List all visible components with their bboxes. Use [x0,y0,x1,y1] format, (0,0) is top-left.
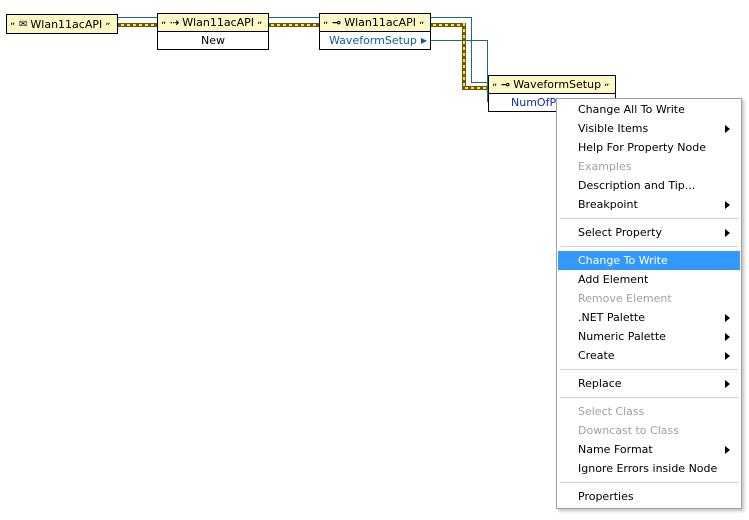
menu-item-replace[interactable]: Replace [558,374,740,393]
invoke-node-new[interactable]: ⇢ Wlan11acAPI New [157,13,269,50]
terminal-icon [419,15,425,28]
property-node-icon: ⊸ [332,16,342,29]
menu-separator [560,397,738,398]
menu-item-label: Change To Write [578,254,668,267]
menu-item-create[interactable]: Create [558,346,740,365]
error-wire-1[interactable] [118,17,158,18]
menu-item-label: Replace [578,377,622,390]
menu-item-change-to-write[interactable]: Change To Write [558,251,740,270]
error-wire-3b[interactable] [471,17,472,83]
property-node-icon: ⊸ [501,78,511,91]
error-wire-2[interactable] [268,17,320,18]
dotnet-constructor-refnum[interactable]: ✉ Wlan11acAPI [6,14,118,34]
menu-item-label: .NET Palette [578,311,645,324]
menu-item-properties[interactable]: Properties [558,487,740,506]
refnum-wire-1[interactable] [118,23,158,27]
menu-separator [560,482,738,483]
node-header: ⊸ Wlan11acAPI [320,14,430,32]
terminal-icon [257,15,263,28]
refnum-wire-2[interactable] [268,23,320,27]
menu-item-name-format[interactable]: Name Format [558,440,740,459]
property-wire-a[interactable] [430,40,487,41]
menu-item-description-and-tip[interactable]: Description and Tip... [558,176,740,195]
submenu-arrow-icon [725,446,730,454]
menu-item-label: Select Class [578,405,645,418]
terminal-icon [161,15,167,28]
menu-item-label: Add Element [578,273,649,286]
menu-separator [560,246,738,247]
menu-item-label: Ignore Errors inside Node [578,462,718,475]
menu-item-label: Select Property [578,226,662,239]
output-arrow-icon: ▶ [420,36,427,45]
submenu-arrow-icon [725,314,730,322]
menu-item-visible-items[interactable]: Visible Items [558,119,740,138]
menu-item-help-for-property-node[interactable]: Help For Property Node [558,138,740,157]
menu-item-remove-element: Remove Element [558,289,740,308]
submenu-arrow-icon [725,380,730,388]
submenu-arrow-icon [725,125,730,133]
menu-item-change-all-to-write[interactable]: Change All To Write [558,100,740,119]
menu-item-select-class: Select Class [558,402,740,421]
terminal-icon [10,16,16,29]
property-label: NumOfP [511,96,557,109]
menu-separator [560,369,738,370]
node-title: Wlan11acAPI [182,16,255,29]
submenu-arrow-icon [725,333,730,341]
refnum-wire-3b[interactable] [462,23,466,89]
node-title: Wlan11acAPI [344,16,417,29]
submenu-arrow-icon [725,201,730,209]
submenu-arrow-icon [725,229,730,237]
menu-item-examples: Examples [558,157,740,176]
menu-item-breakpoint[interactable]: Breakpoint [558,195,740,214]
menu-item-label: Help For Property Node [578,141,707,154]
method-row[interactable]: New [158,32,268,49]
menu-item-label: Change All To Write [578,103,685,116]
menu-item-label: Remove Element [578,292,672,305]
menu-item-downcast-to-class: Downcast to Class [558,421,740,440]
menu-item-label: Breakpoint [578,198,638,211]
node-title: Wlan11acAPI [30,17,103,31]
menu-item-ignore-errors-inside-node[interactable]: Ignore Errors inside Node [558,459,740,478]
error-wire-3a[interactable] [430,17,472,18]
property-row[interactable]: NumOfP [489,94,615,111]
menu-item-label: Properties [578,490,634,503]
terminal-icon [492,77,498,90]
refnum-wire-3c[interactable] [462,86,488,90]
property-node-waveformsetup[interactable]: ⊸ Wlan11acAPI WaveformSetup ▶ [319,13,431,50]
menu-item-numeric-palette[interactable]: Numeric Palette [558,327,740,346]
error-wire-3c[interactable] [471,82,488,83]
submenu-arrow-icon [725,352,730,360]
invoke-arrow-icon: ⇢ [170,16,180,29]
menu-item-select-property[interactable]: Select Property [558,223,740,242]
menu-item-label: Visible Items [578,122,649,135]
menu-item-net-palette[interactable]: .NET Palette [558,308,740,327]
property-wire-b[interactable] [487,40,488,102]
terminal-icon [323,15,329,28]
property-label: WaveformSetup [329,34,417,47]
menu-item-label: Examples [578,160,632,173]
refnum-wire-3a[interactable] [430,23,464,27]
menu-item-label: Name Format [578,443,653,456]
menu-item-label: Create [578,349,615,362]
menu-item-add-element[interactable]: Add Element [558,270,740,289]
node-header: ✉ Wlan11acAPI [7,15,117,33]
node-title: WaveformSetup [513,78,602,91]
menu-item-label: Description and Tip... [578,179,696,192]
node-header: ⇢ Wlan11acAPI [158,14,268,32]
terminal-icon [105,16,111,29]
terminal-icon [604,77,610,90]
property-row[interactable]: WaveformSetup ▶ [320,32,430,49]
node-header: ⊸ WaveformSetup [489,76,615,94]
menu-item-label: Downcast to Class [578,424,679,437]
menu-item-label: Numeric Palette [578,330,666,343]
menu-separator [560,218,738,219]
method-label: New [201,34,225,47]
dotnet-refnum-icon: ✉ [19,18,28,30]
